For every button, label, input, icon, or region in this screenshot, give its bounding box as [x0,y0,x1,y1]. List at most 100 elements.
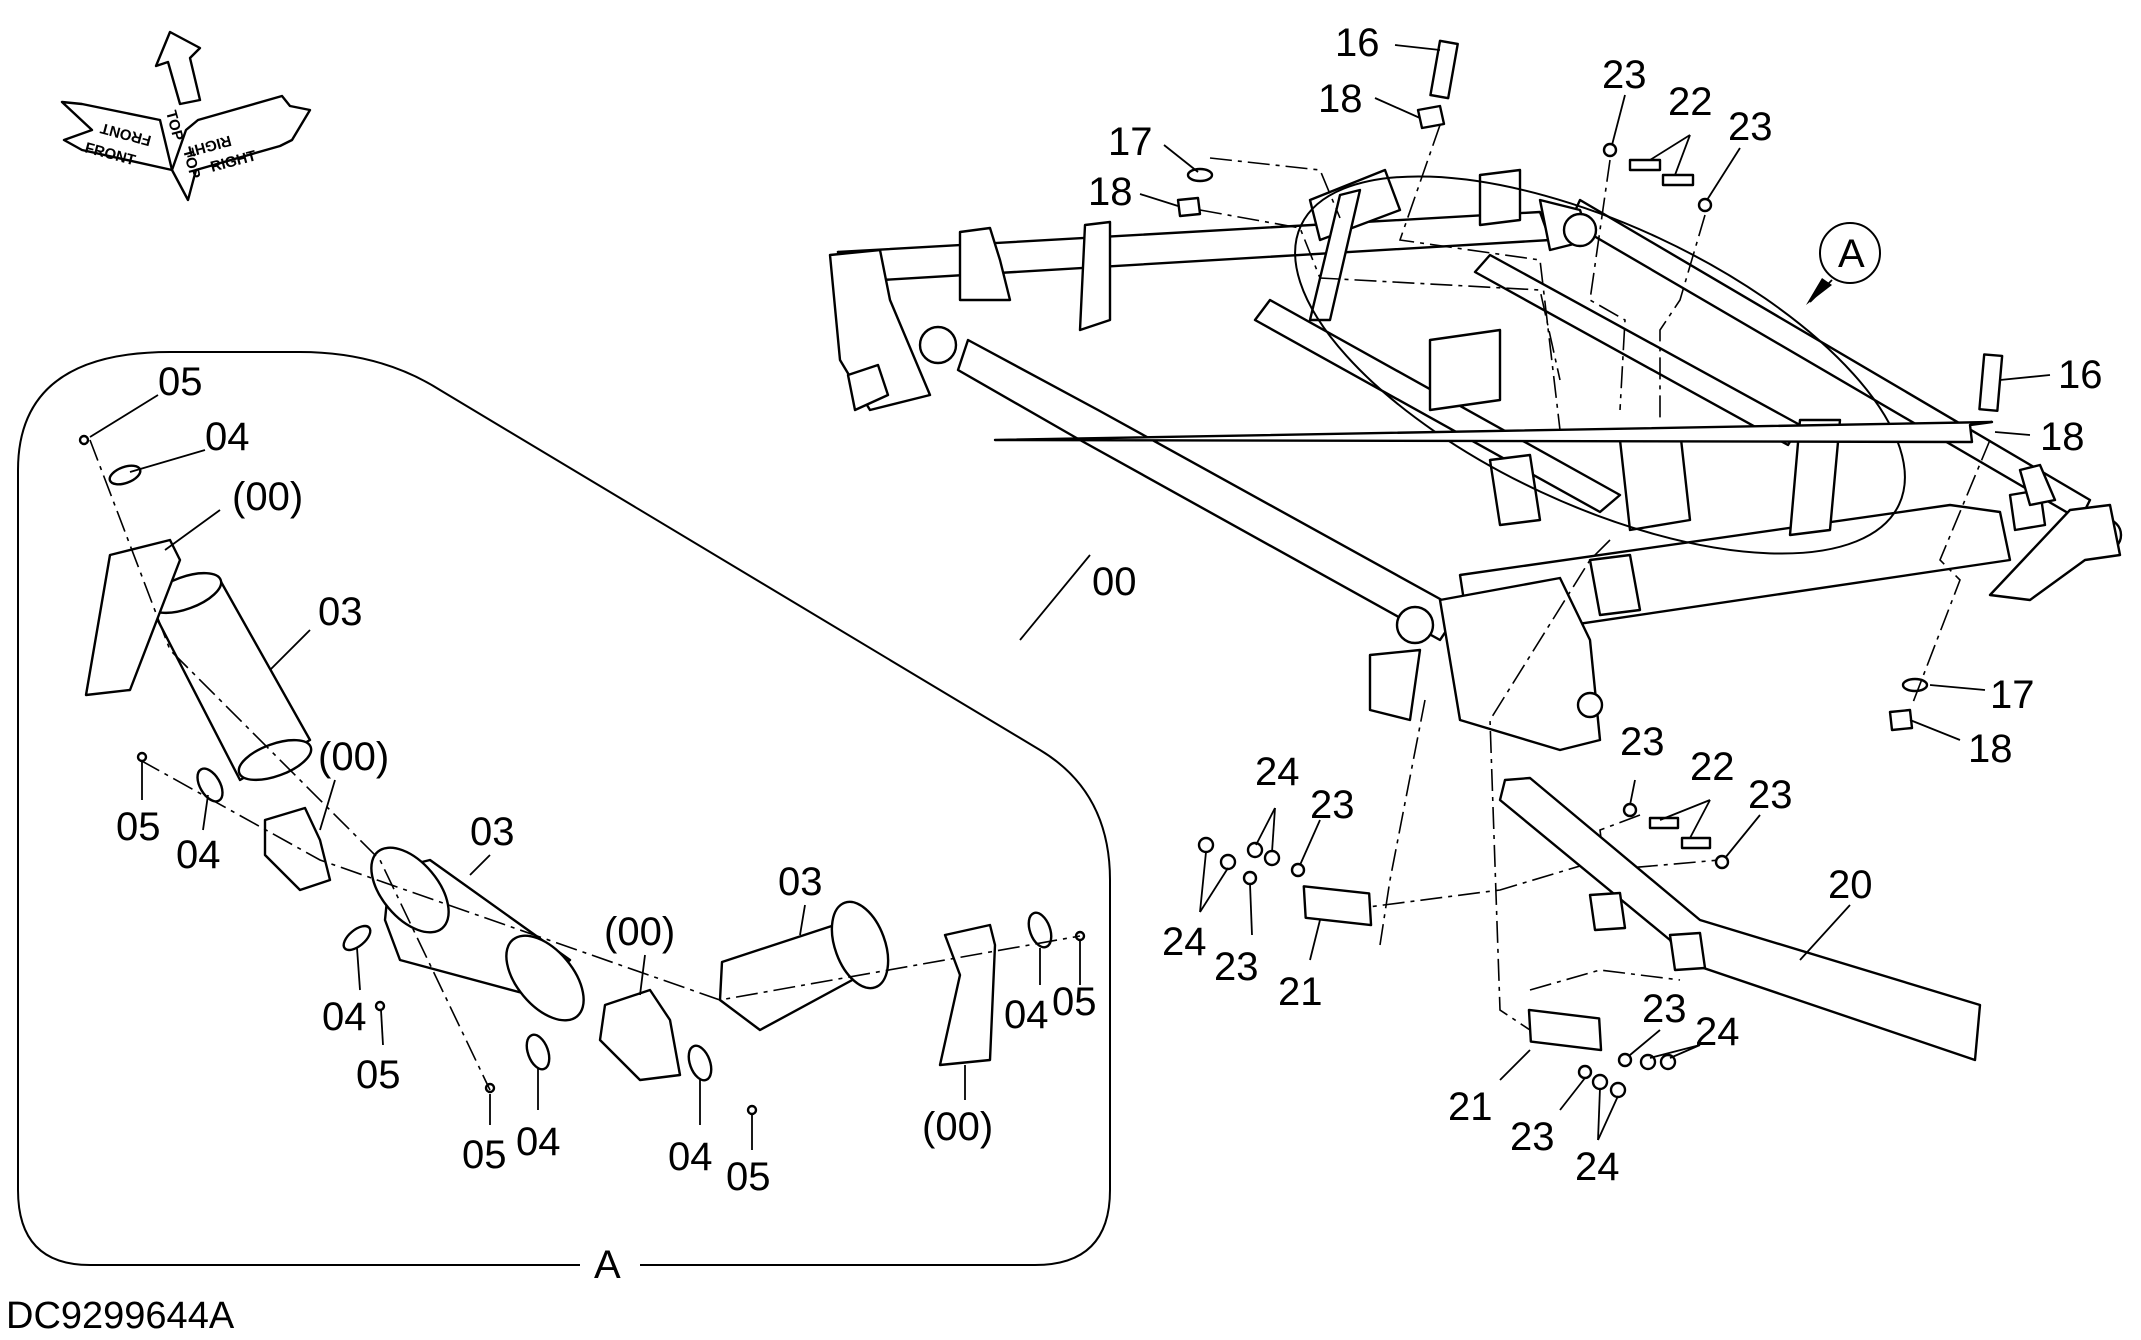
dash-9 [1599,814,1721,871]
leader-18c [1994,431,2031,436]
ear-04-f [1027,911,1053,949]
leader-23g [1629,1029,1661,1056]
dash-2 [1199,209,1561,381]
callouts-detail: 05 04 (00) 03 (00) 05 04 03 03 (00) 04 0… [116,360,1097,1199]
leader-17b [1929,684,1986,691]
leader-d00c [639,954,646,996]
right-end-arm [1988,503,2122,602]
dash-7 [1489,539,1611,1041]
callout-03: 03 [318,590,363,634]
lug-right-2 [2018,463,2057,507]
leader-23c [1629,779,1636,806]
nut-24-f [1659,1053,1677,1071]
pivot-1 [918,325,958,365]
callout-00: 00 [1092,560,1137,604]
front-left-rail [956,338,1462,642]
screw-05-b [136,751,148,763]
lower-parts [1197,776,1982,1099]
dash-3 [1398,124,1561,431]
leader-24a-1 [1255,807,1276,846]
nut-18-right [993,420,1994,444]
leader-24c-1 [1649,1044,1701,1059]
leader-21b [1499,1049,1531,1081]
bracket-2 [1078,220,1112,332]
washer-17-top [1186,167,1214,183]
callout-05: 05 [1052,980,1097,1024]
detail-marker-leader [1809,279,1833,303]
leader-23f [1249,883,1253,936]
washer-17-right [1901,677,1929,693]
callout-23: 23 [1214,945,1259,989]
nut-24-d [1219,853,1237,871]
callout-24: 24 [1695,1010,1740,1054]
leader-d00a [164,509,221,551]
leader-d03c [799,904,806,936]
callout-18: 18 [1968,727,2013,771]
callout-22: 22 [1690,745,1735,789]
top-arrow [154,30,202,106]
upright-3 [1618,428,1692,532]
leader-24d-1 [1597,1087,1601,1141]
bolt-22-a [1628,158,1662,172]
nut-18-left [1176,196,1202,218]
dash-5 [1659,214,1706,420]
ear-04-b [196,767,224,803]
callout-24: 24 [1162,920,1207,964]
callout-23: 23 [1602,53,1647,97]
upper-fasteners [993,39,2004,732]
leader-18d [1909,719,1961,741]
roller-03-b-start [370,846,450,934]
detail-a-label: A [594,1243,621,1287]
leader-18a [1374,97,1421,119]
skid-plate-tab-2 [1668,931,1707,972]
washer-24-a [1246,841,1264,859]
detail-dash-1 [89,439,491,1091]
callout-05: 05 [158,360,203,404]
callout-17: 17 [1108,120,1153,164]
dash-10 [1344,859,1601,911]
upright-6 [1588,553,1642,617]
leader-24d-2 [1597,1095,1619,1141]
leader-16a [1394,44,1441,51]
leader-17a [1163,144,1199,173]
ear-04-c [342,924,372,952]
callout-18: 18 [2040,415,2085,459]
roller-03-c-end [830,900,890,990]
bracket-00-d [938,923,997,1067]
leader-23a [1611,94,1626,146]
leader-23e [1299,819,1321,866]
leader-23h [1559,1077,1586,1111]
front-plate [1438,576,1602,752]
assembly-lines-main [1199,124,1991,1041]
washer-23-h [1577,1064,1593,1080]
leader-22b-2 [1689,799,1711,839]
bolt-16-top [1429,39,1459,100]
leader-d05c [380,1009,384,1046]
washer-23-c [1622,802,1638,818]
callout-21: 21 [1448,1085,1493,1129]
leader-24a-2 [1271,807,1276,853]
leader-d00b [319,779,336,831]
dash-1 [1209,157,1341,219]
callout-00: (00) [604,910,675,954]
callout-04: 04 [516,1120,561,1164]
leader-d05a [89,394,159,438]
washer-23-d [1714,854,1730,870]
pivot-5 [1576,691,1604,719]
screw-05-e [746,1104,758,1116]
bracket-00-b [263,806,332,892]
callout-04: 04 [322,995,367,1039]
leader-22a-2 [1674,134,1691,176]
callout-03: 03 [778,860,823,904]
leader-21a [1309,919,1321,961]
bracket-00-c [598,988,682,1082]
callout-16: 16 [2058,353,2103,397]
callout-04: 04 [1004,993,1049,1037]
callout-04: 04 [176,833,221,877]
detail-marker-label: A [1838,232,1865,276]
bolt-22-b [1661,173,1695,187]
callout-03: 03 [470,810,515,854]
skid-plate-20 [1498,776,1982,1062]
